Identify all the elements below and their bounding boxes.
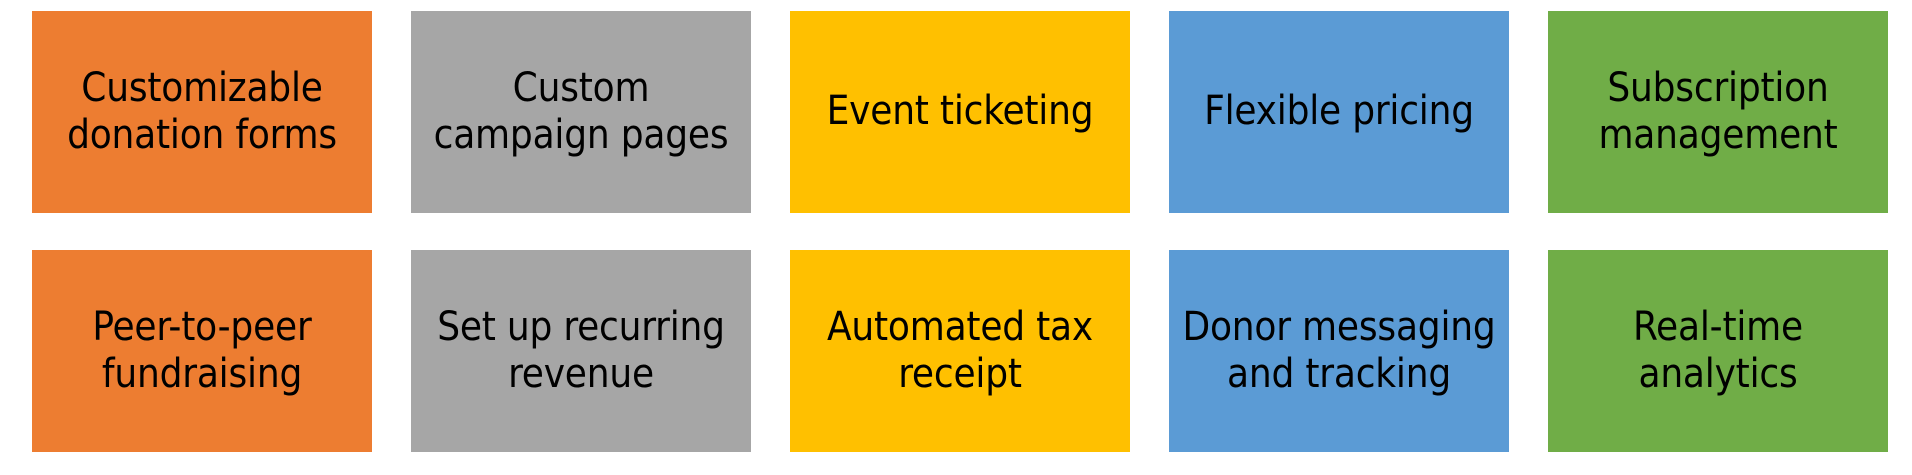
feature-card-label: Customizable donation forms <box>67 64 337 158</box>
feature-card-label: Subscription management <box>1598 64 1838 158</box>
feature-card-subscription-management[interactable]: Subscription management <box>1548 11 1888 213</box>
feature-card-label: Automated tax receipt <box>826 303 1093 397</box>
feature-card-label: Peer-to-peer fundraising <box>92 303 312 397</box>
feature-card-label: Event ticketing <box>826 88 1094 135</box>
feature-card-label: Set up recurring revenue <box>437 303 725 397</box>
feature-card-donor-messaging-and-tracking[interactable]: Donor messaging and tracking <box>1169 250 1509 452</box>
feature-card-event-ticketing[interactable]: Event ticketing <box>790 11 1130 213</box>
feature-card-customizable-donation-forms[interactable]: Customizable donation forms <box>32 11 372 213</box>
feature-card-label: Flexible pricing <box>1204 88 1474 135</box>
feature-card-label: Donor messaging and tracking <box>1182 303 1496 397</box>
feature-card-custom-campaign-pages[interactable]: Custom campaign pages <box>411 11 751 213</box>
feature-card-automated-tax-receipt[interactable]: Automated tax receipt <box>790 250 1130 452</box>
feature-card-flexible-pricing[interactable]: Flexible pricing <box>1169 11 1509 213</box>
feature-card-real-time-analytics[interactable]: Real-time analytics <box>1548 250 1888 452</box>
feature-card-label: Custom campaign pages <box>433 64 729 158</box>
feature-card-label: Real-time analytics <box>1633 303 1803 397</box>
feature-card-set-up-recurring-revenue[interactable]: Set up recurring revenue <box>411 250 751 452</box>
feature-card-peer-to-peer-fundraising[interactable]: Peer-to-peer fundraising <box>32 250 372 452</box>
